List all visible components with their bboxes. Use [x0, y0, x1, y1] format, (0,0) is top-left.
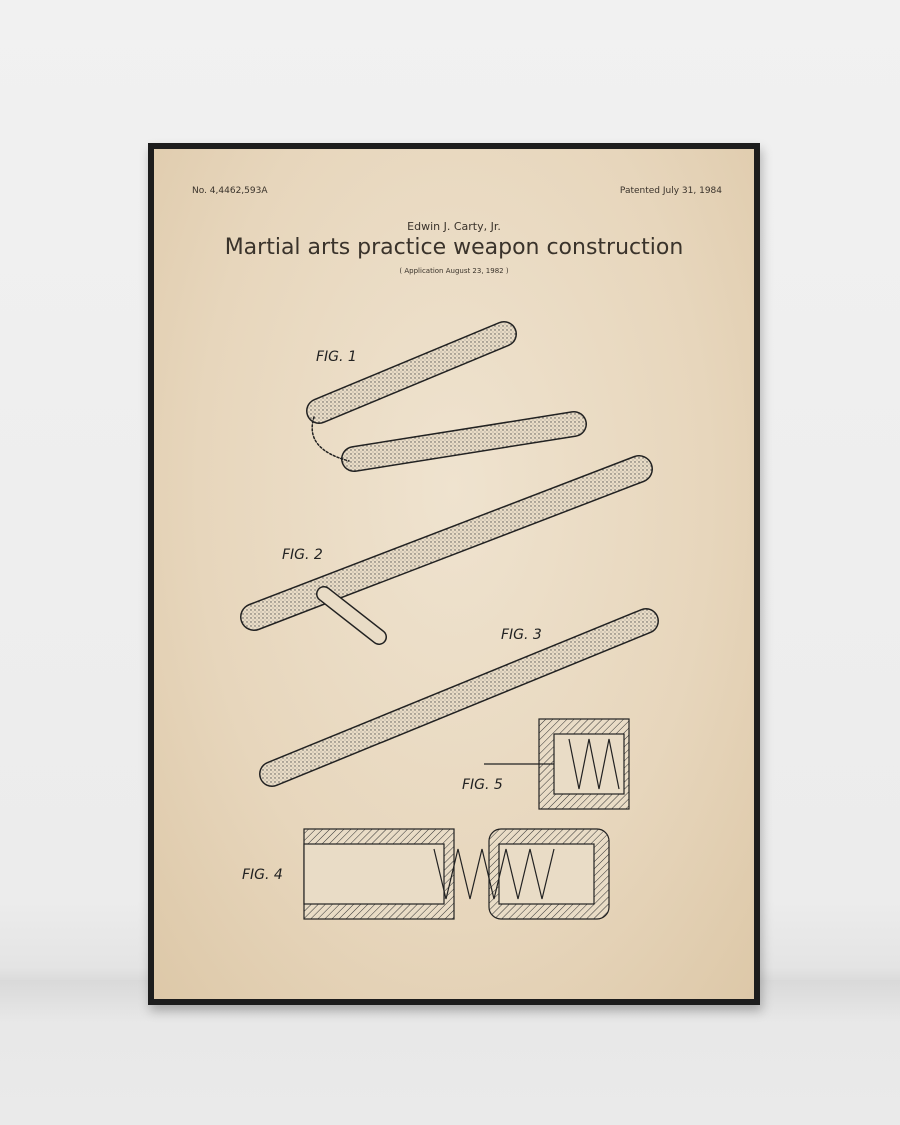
- poster-frame: No. 4,4462,593A Patented July 31, 1984 E…: [148, 143, 760, 1005]
- application-date: ( Application August 23, 1982 ): [399, 267, 509, 275]
- patent-poster: No. 4,4462,593A Patented July 31, 1984 E…: [154, 149, 754, 999]
- fig2-label: FIG. 2: [282, 547, 323, 563]
- fig5-section: [484, 718, 630, 810]
- fig5-label: FIG. 5: [462, 777, 503, 793]
- fig4-section: [303, 828, 610, 920]
- fig3-label: FIG. 3: [501, 627, 542, 643]
- patent-drawing: FIG. 1 FIG. 2 FIG. 3 FIG. 4 FIG. 5: [240, 321, 659, 920]
- poster-title: Martial arts practice weapon constructio…: [224, 235, 684, 260]
- fig4-label: FIG. 4: [242, 867, 283, 883]
- fig1-label: FIG. 1: [316, 349, 357, 365]
- patented-date: Patented July 31, 1984: [619, 186, 722, 196]
- inventor-name: Edwin J. Carty, Jr.: [407, 220, 501, 233]
- patent-number: No. 4,4462,593A: [192, 186, 268, 196]
